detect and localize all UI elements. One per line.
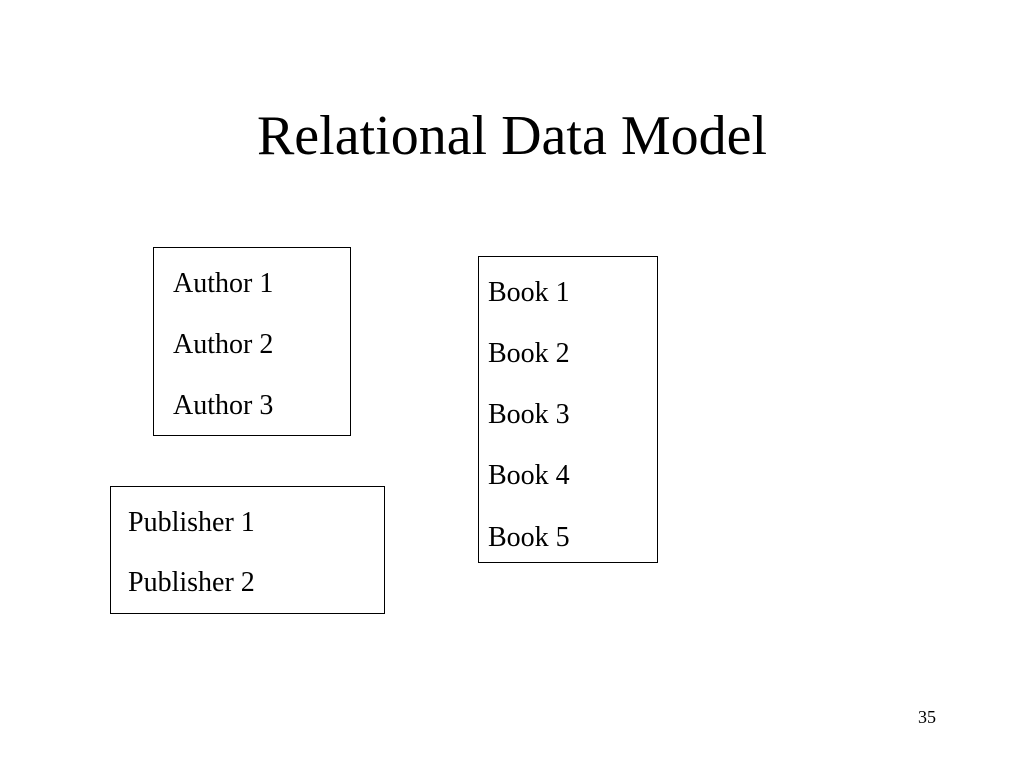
slide-title: Relational Data Model [256,105,768,167]
book-item: Book 1 [488,277,570,308]
publisher-item: Publisher 1 [128,507,255,538]
author-item: Author 2 [173,329,274,360]
book-item: Book 4 [488,460,570,491]
book-item: Book 5 [488,522,570,553]
author-item: Author 1 [173,268,274,299]
page-number: 35 [918,707,936,727]
book-item: Book 3 [488,399,570,430]
book-item: Book 2 [488,338,570,369]
publisher-item: Publisher 2 [128,567,255,598]
authors-table: Author 1 Author 2 Author 3 [153,247,351,436]
author-item: Author 3 [173,390,274,421]
publishers-table: Publisher 1 Publisher 2 [110,486,385,614]
books-table: Book 1 Book 2 Book 3 Book 4 Book 5 [478,256,658,563]
